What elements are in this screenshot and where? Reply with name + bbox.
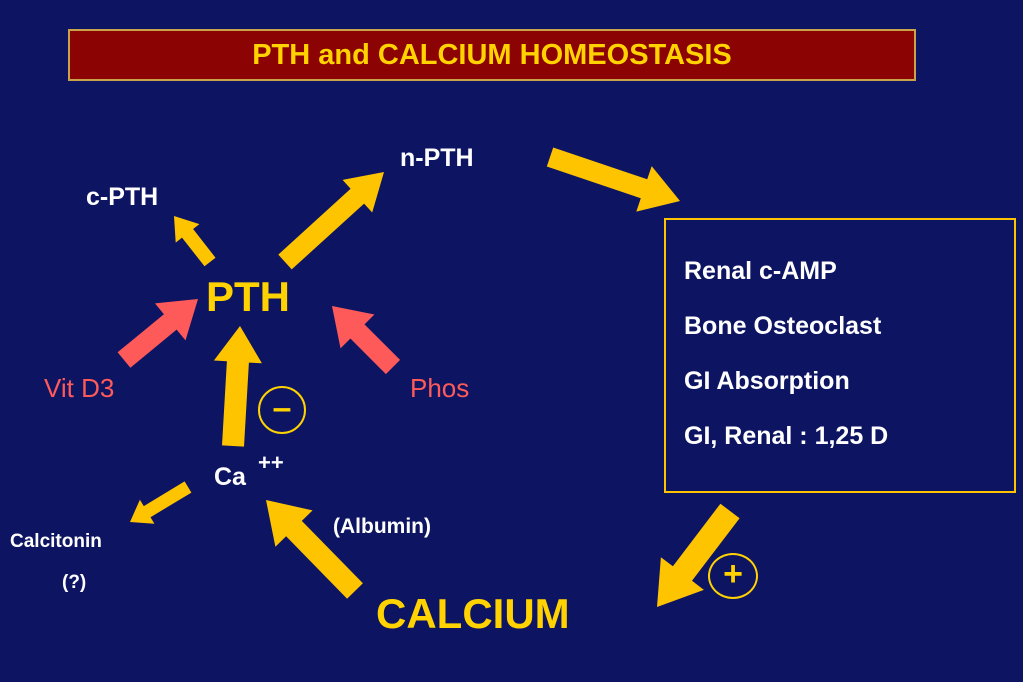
effect-renal-camp: Renal c-AMP	[684, 257, 837, 285]
phos-label: Phos	[410, 373, 470, 403]
vitd3-label: Vit D3	[44, 373, 115, 403]
npth-label: n-PTH	[400, 144, 474, 172]
cpth-label: c-PTH	[86, 183, 159, 211]
negative-feedback-sign: –	[258, 386, 306, 434]
albumin-label: (Albumin)	[333, 515, 431, 538]
ca-label: Ca	[214, 463, 246, 491]
arrow-calcium-to-ca	[266, 500, 363, 599]
arrow-vitd3-to-pth	[117, 299, 198, 368]
arrow-ca-to-pth	[213, 326, 262, 447]
effect-gi-renal-125d: GI, Renal : 1,25 D	[684, 422, 889, 450]
calcitonin-note: (?)	[62, 572, 87, 593]
arrow-pth-to-cpth	[174, 216, 216, 267]
page-title: PTH and CALCIUM HOMEOSTASIS	[252, 38, 732, 71]
pth-label: PTH	[206, 273, 290, 320]
arrow-phos-to-pth	[332, 306, 401, 375]
arrow-npth-to-effects	[546, 147, 680, 212]
minus-icon: –	[272, 389, 292, 427]
plus-icon: +	[723, 555, 743, 593]
effect-bone-osteoclast: Bone Osteoclast	[684, 312, 882, 340]
calcitonin-label: Calcitonin	[10, 531, 102, 552]
calcium-label: CALCIUM	[376, 590, 570, 637]
positive-feedback-sign: +	[708, 553, 758, 599]
effect-gi-absorption: GI Absorption	[684, 367, 850, 395]
title-banner: PTH and CALCIUM HOMEOSTASIS	[68, 29, 916, 81]
effects-box: Renal c-AMP Bone Osteoclast GI Absorptio…	[664, 218, 1016, 493]
arrow-ca-to-calcitonin	[130, 481, 192, 524]
arrow-effects-to-calcium	[657, 503, 740, 607]
arrow-pth-to-npth	[278, 172, 384, 270]
ca-charge-label: ++	[258, 450, 284, 475]
